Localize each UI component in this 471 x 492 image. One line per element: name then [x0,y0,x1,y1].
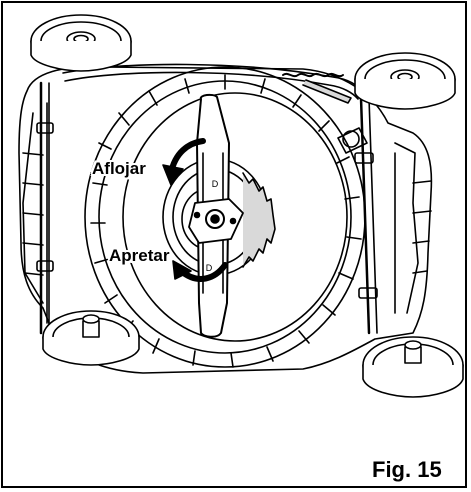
wheel-front-left [42,310,140,366]
lawn-mower-underside-illustration: D D [18,14,464,398]
handle-bar [62,63,364,104]
wheel-rear-left [30,14,132,72]
tighten-arrow [172,260,228,282]
svg-text:D: D [206,263,213,273]
svg-text:D: D [212,179,219,189]
tighten-label: Apretar [109,246,170,265]
wheel-front-right [362,336,464,398]
left-axle-bracket [36,81,54,335]
loosen-arrow [162,138,206,186]
cutting-blade: D D [188,93,244,338]
figure-caption: Fig. 15 [372,457,442,482]
wheel-rear-right [354,52,456,110]
loosen-label: Aflojar [92,159,146,178]
figure-frame: D D Aflojar Apretar Fig. 15 [1,1,467,488]
